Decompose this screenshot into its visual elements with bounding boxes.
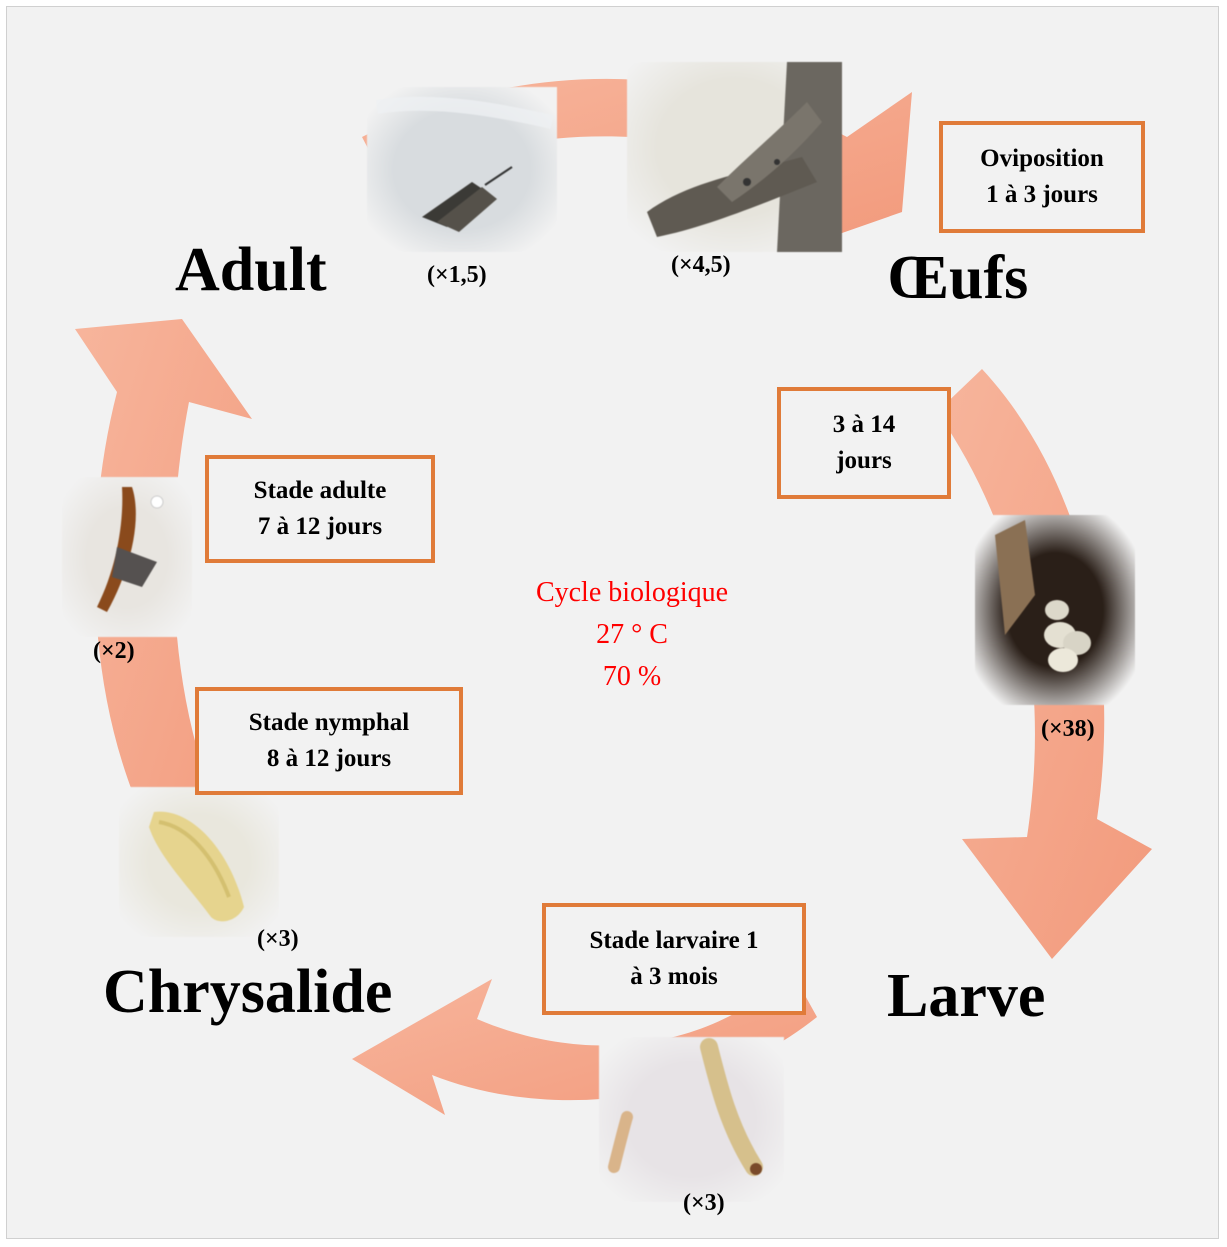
box-nymphal-stage: Stade nymphal 8 à 12 jours bbox=[195, 687, 463, 795]
magnification-adult-photo: (×1,5) bbox=[427, 263, 487, 287]
stage-label-oeufs: Œufs bbox=[887, 247, 1028, 309]
cycle-temperature: 27 ° C bbox=[467, 614, 797, 656]
box-oviposition-line2: 1 à 3 jours bbox=[986, 177, 1098, 213]
stage-label-chrysalide: Chrysalide bbox=[103, 961, 392, 1023]
box-oviposition-line1: Oviposition bbox=[980, 141, 1104, 177]
box-nymphal-line2: 8 à 12 jours bbox=[267, 741, 391, 777]
cycle-conditions: Cycle biologique 27 ° C 70 % bbox=[467, 572, 797, 698]
stage-label-larve: Larve bbox=[887, 965, 1045, 1027]
magnification-emerging-photo: (×2) bbox=[93, 639, 135, 663]
box-adult-line2: 7 à 12 jours bbox=[258, 509, 382, 545]
box-larval-stage: Stade larvaire 1 à 3 mois bbox=[542, 903, 806, 1015]
box-incubation-line1: 3 à 14 bbox=[833, 407, 896, 443]
stage-label-adult: Adult bbox=[175, 239, 327, 301]
box-incubation-line2: jours bbox=[836, 443, 892, 479]
adult-moth-photo bbox=[367, 87, 557, 252]
life-cycle-diagram: Adult Œufs Larve Chrysalide (×1,5) (×4,5… bbox=[6, 6, 1219, 1239]
magnification-eggs-photo: (×38) bbox=[1041, 717, 1095, 741]
box-larval-line1: Stade larvaire 1 bbox=[590, 923, 759, 959]
emerging-adult-photo bbox=[62, 477, 192, 637]
cycle-title: Cycle biologique bbox=[467, 572, 797, 614]
box-adult-line1: Stade adulte bbox=[254, 473, 387, 509]
box-adult-stage: Stade adulte 7 à 12 jours bbox=[205, 455, 435, 563]
cycle-humidity: 70 % bbox=[467, 656, 797, 698]
mating-moths-photo bbox=[627, 62, 842, 252]
box-larval-line2: à 3 mois bbox=[630, 959, 718, 995]
box-nymphal-line1: Stade nymphal bbox=[249, 705, 409, 741]
eggs-photo bbox=[975, 515, 1135, 705]
box-incubation: 3 à 14 jours bbox=[777, 387, 951, 499]
magnification-pupa-photo: (×3) bbox=[257, 927, 299, 951]
magnification-larva-photo: (×3) bbox=[683, 1191, 725, 1215]
magnification-mating-photo: (×4,5) bbox=[671, 253, 731, 277]
box-oviposition: Oviposition 1 à 3 jours bbox=[939, 121, 1145, 233]
pupa-photo bbox=[119, 787, 279, 937]
larva-photo bbox=[599, 1037, 784, 1202]
